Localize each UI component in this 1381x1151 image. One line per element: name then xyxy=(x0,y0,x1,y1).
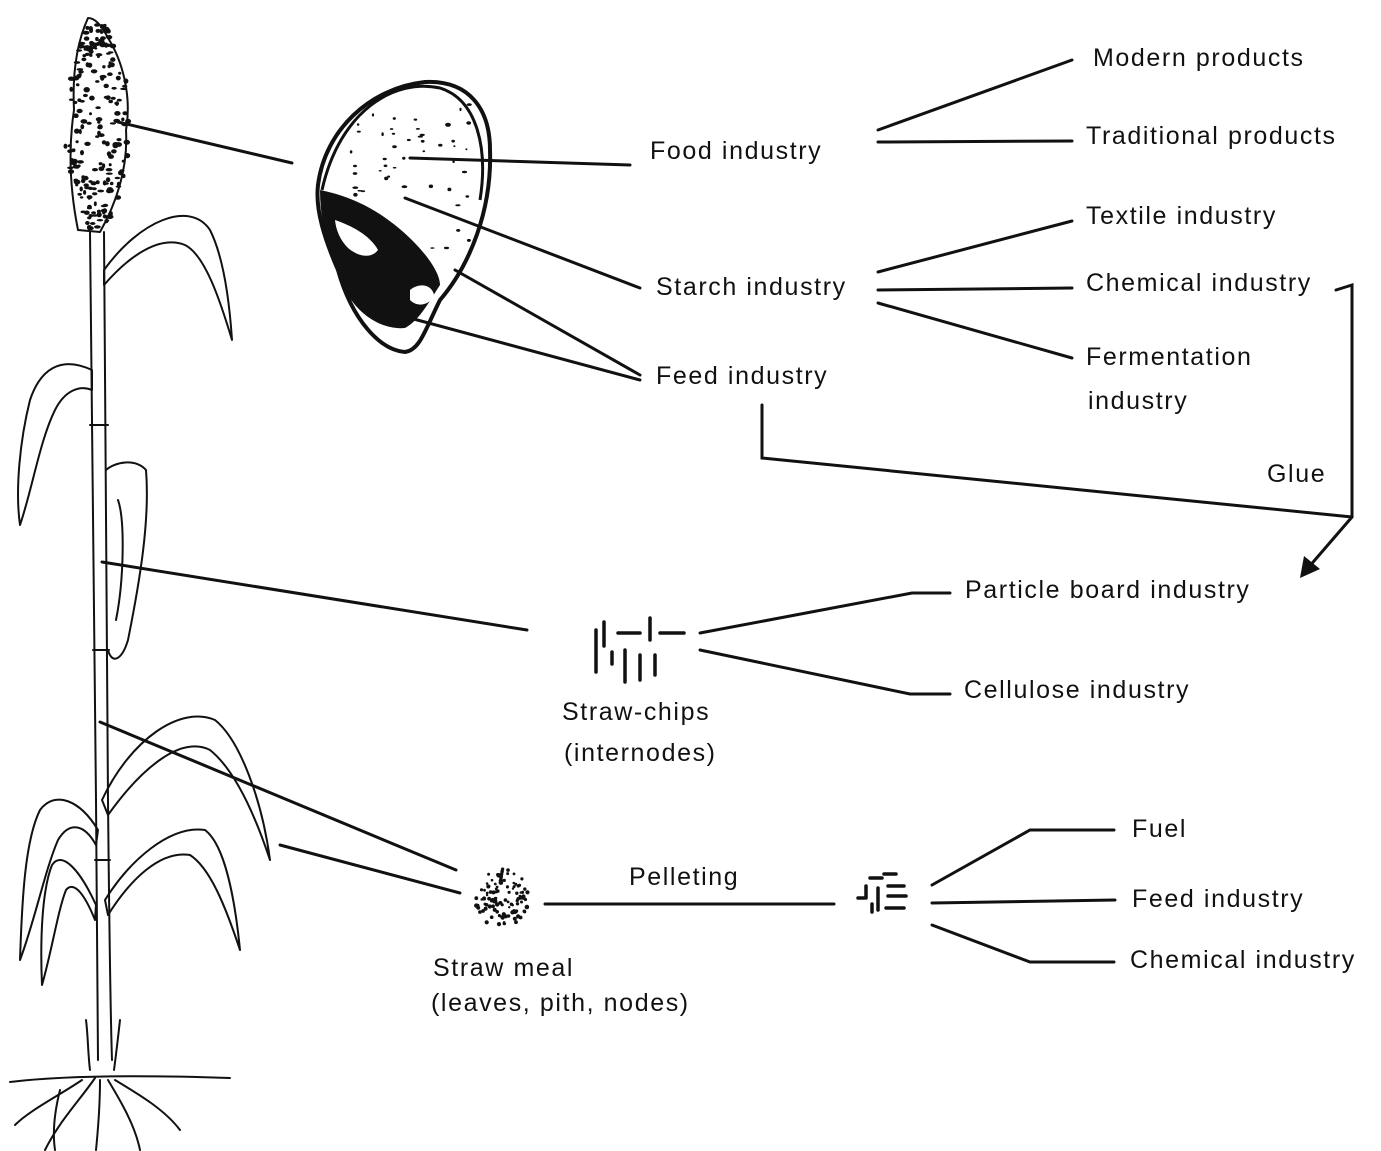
label-glue: Glue xyxy=(1267,462,1326,487)
straw-chips-icon xyxy=(596,618,684,682)
label-straw-chips: Straw-chips xyxy=(562,700,710,725)
label-internodes: (internodes) xyxy=(564,741,717,766)
label-fermentation-line2: industry xyxy=(1088,389,1188,414)
label-chemical-industry-upper: Chemical industry xyxy=(1086,271,1312,296)
straw-meal-dots-icon xyxy=(474,868,530,927)
label-feed-industry-upper: Feed industry xyxy=(656,364,828,389)
label-feed-industry-lower: Feed industry xyxy=(1132,887,1304,912)
label-fuel: Fuel xyxy=(1132,817,1187,842)
label-pelleting: Pelleting xyxy=(629,865,739,890)
pellets-icon xyxy=(858,874,906,912)
label-straw-meal-parts: (leaves, pith, nodes) xyxy=(431,991,690,1016)
label-modern-products: Modern products xyxy=(1093,46,1305,71)
grain-kernel-cross-section xyxy=(317,82,490,352)
label-cellulose-industry: Cellulose industry xyxy=(964,678,1190,703)
label-straw-meal: Straw meal xyxy=(433,956,574,981)
label-textile-industry: Textile industry xyxy=(1086,204,1277,229)
label-chemical-industry-lower: Chemical industry xyxy=(1130,948,1356,973)
label-particle-board-industry: Particle board industry xyxy=(965,578,1251,603)
label-starch-industry: Starch industry xyxy=(656,275,847,300)
label-food-industry: Food industry xyxy=(650,139,822,164)
label-fermentation-line1: Fermentation xyxy=(1086,345,1253,370)
label-traditional-products: Traditional products xyxy=(1086,124,1337,149)
